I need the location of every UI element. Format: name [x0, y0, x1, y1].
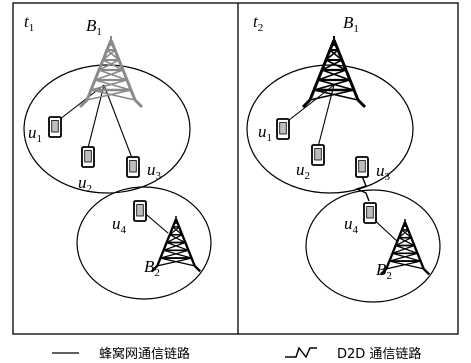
- user-u2-phone-icon: [81, 146, 95, 168]
- label-b2: B2: [144, 257, 160, 279]
- legend-cellular-label: 蜂窝网通信链路: [99, 346, 190, 362]
- time-label-t2: t2: [253, 12, 263, 34]
- base-station-b1-tower-icon: [78, 34, 144, 109]
- user-u4-phone-icon: [133, 200, 147, 222]
- user-u1-phone-icon: [276, 118, 290, 140]
- legend-d2d-zigzag-icon: [285, 346, 317, 359]
- legend: 蜂窝网通信链路 D2D 通信链路: [52, 346, 421, 362]
- label-u2: u2: [78, 173, 92, 195]
- label-u4: u4: [344, 214, 359, 236]
- label-b2: B2: [376, 260, 392, 282]
- label-u3: u3: [376, 161, 391, 183]
- cell-coverage-b1: [23, 64, 191, 194]
- panel-t1: t1 B1 B2 u1 u2 u3: [23, 12, 212, 300]
- panel-t2: t2 B1 B2 u1 u2 u3: [246, 12, 441, 303]
- cell-coverage-b2: [76, 186, 212, 300]
- label-u1: u1: [28, 123, 42, 145]
- d2d-link-u3-u4: [355, 175, 370, 202]
- user-u4-phone-icon: [363, 202, 377, 224]
- legend-d2d-label: D2D 通信链路: [337, 346, 421, 362]
- label-b1: B1: [343, 13, 359, 35]
- diagram-frame: [12, 2, 459, 335]
- label-b1: B1: [86, 16, 102, 38]
- cell-coverage-b1: [246, 64, 414, 194]
- user-u1-phone-icon: [48, 116, 62, 138]
- base-station-b1-tower-icon: [301, 34, 367, 109]
- label-u4: u4: [112, 214, 127, 236]
- time-label-t1: t1: [24, 12, 34, 34]
- user-u3-phone-icon: [126, 156, 140, 178]
- user-u3-phone-icon: [355, 156, 369, 178]
- user-u2-phone-icon: [311, 144, 325, 166]
- base-station-b2-tower-icon: [150, 214, 202, 273]
- label-u3: u3: [147, 160, 162, 182]
- cellular-links: [54, 84, 169, 234]
- base-station-b2-tower-icon: [379, 217, 431, 276]
- label-u2: u2: [296, 160, 310, 182]
- cell-coverage-b2: [305, 189, 441, 303]
- label-u1: u1: [258, 122, 272, 144]
